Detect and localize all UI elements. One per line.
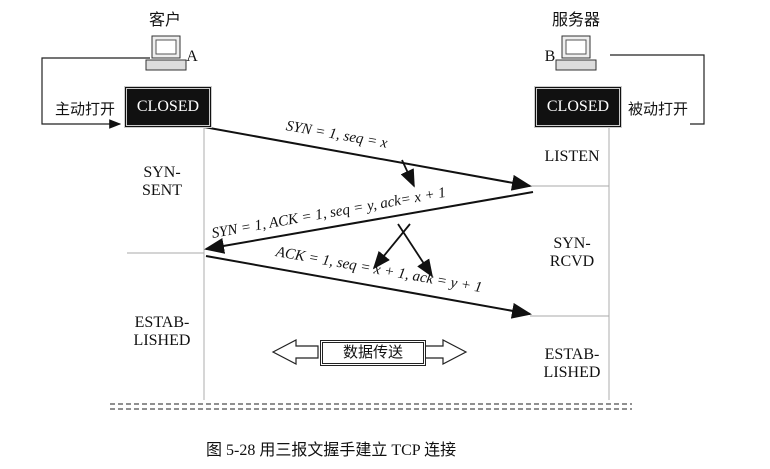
- causal-arrow-2: [372, 223, 411, 270]
- causal-arrow-3: [397, 223, 433, 278]
- client-title: 客户: [148, 12, 181, 29]
- causal-arrow-1: [400, 159, 415, 188]
- client-state-established: ESTAB- LISHED: [133, 314, 191, 349]
- server-state-listen: LISTEN: [544, 148, 600, 165]
- client-closed-state: CLOSED: [124, 86, 212, 128]
- server-closed-state: CLOSED: [534, 86, 622, 128]
- server-state-established: ESTAB- LISHED: [543, 346, 601, 381]
- server-computer-icon: [555, 35, 597, 71]
- msg-syn-arrow: [203, 126, 532, 191]
- client-open-arrow: [41, 57, 150, 129]
- client-computer-icon: [145, 35, 187, 71]
- transfer-left-arrowhead: [271, 339, 319, 365]
- data-transfer-label: 数据传送: [320, 340, 426, 366]
- transfer-right-arrowhead: [420, 339, 468, 365]
- msg-synack-arrow: [204, 191, 534, 254]
- client-state-syn-sent: SYN- SENT: [142, 164, 182, 199]
- server-host-label: B: [544, 48, 556, 65]
- server-state-syn-rcvd: SYN- RCVD: [549, 235, 595, 270]
- client-active-open-label: 主动打开: [54, 102, 115, 118]
- server-passive-open-label: 被动打开: [627, 102, 688, 118]
- figure-caption: 图 5-28 用三报文握手建立 TCP 连接: [206, 442, 457, 459]
- server-open-line: [610, 54, 705, 125]
- server-title: 服务器: [551, 12, 600, 29]
- client-host-label: A: [186, 48, 198, 65]
- msg-ack-arrow: [205, 255, 532, 319]
